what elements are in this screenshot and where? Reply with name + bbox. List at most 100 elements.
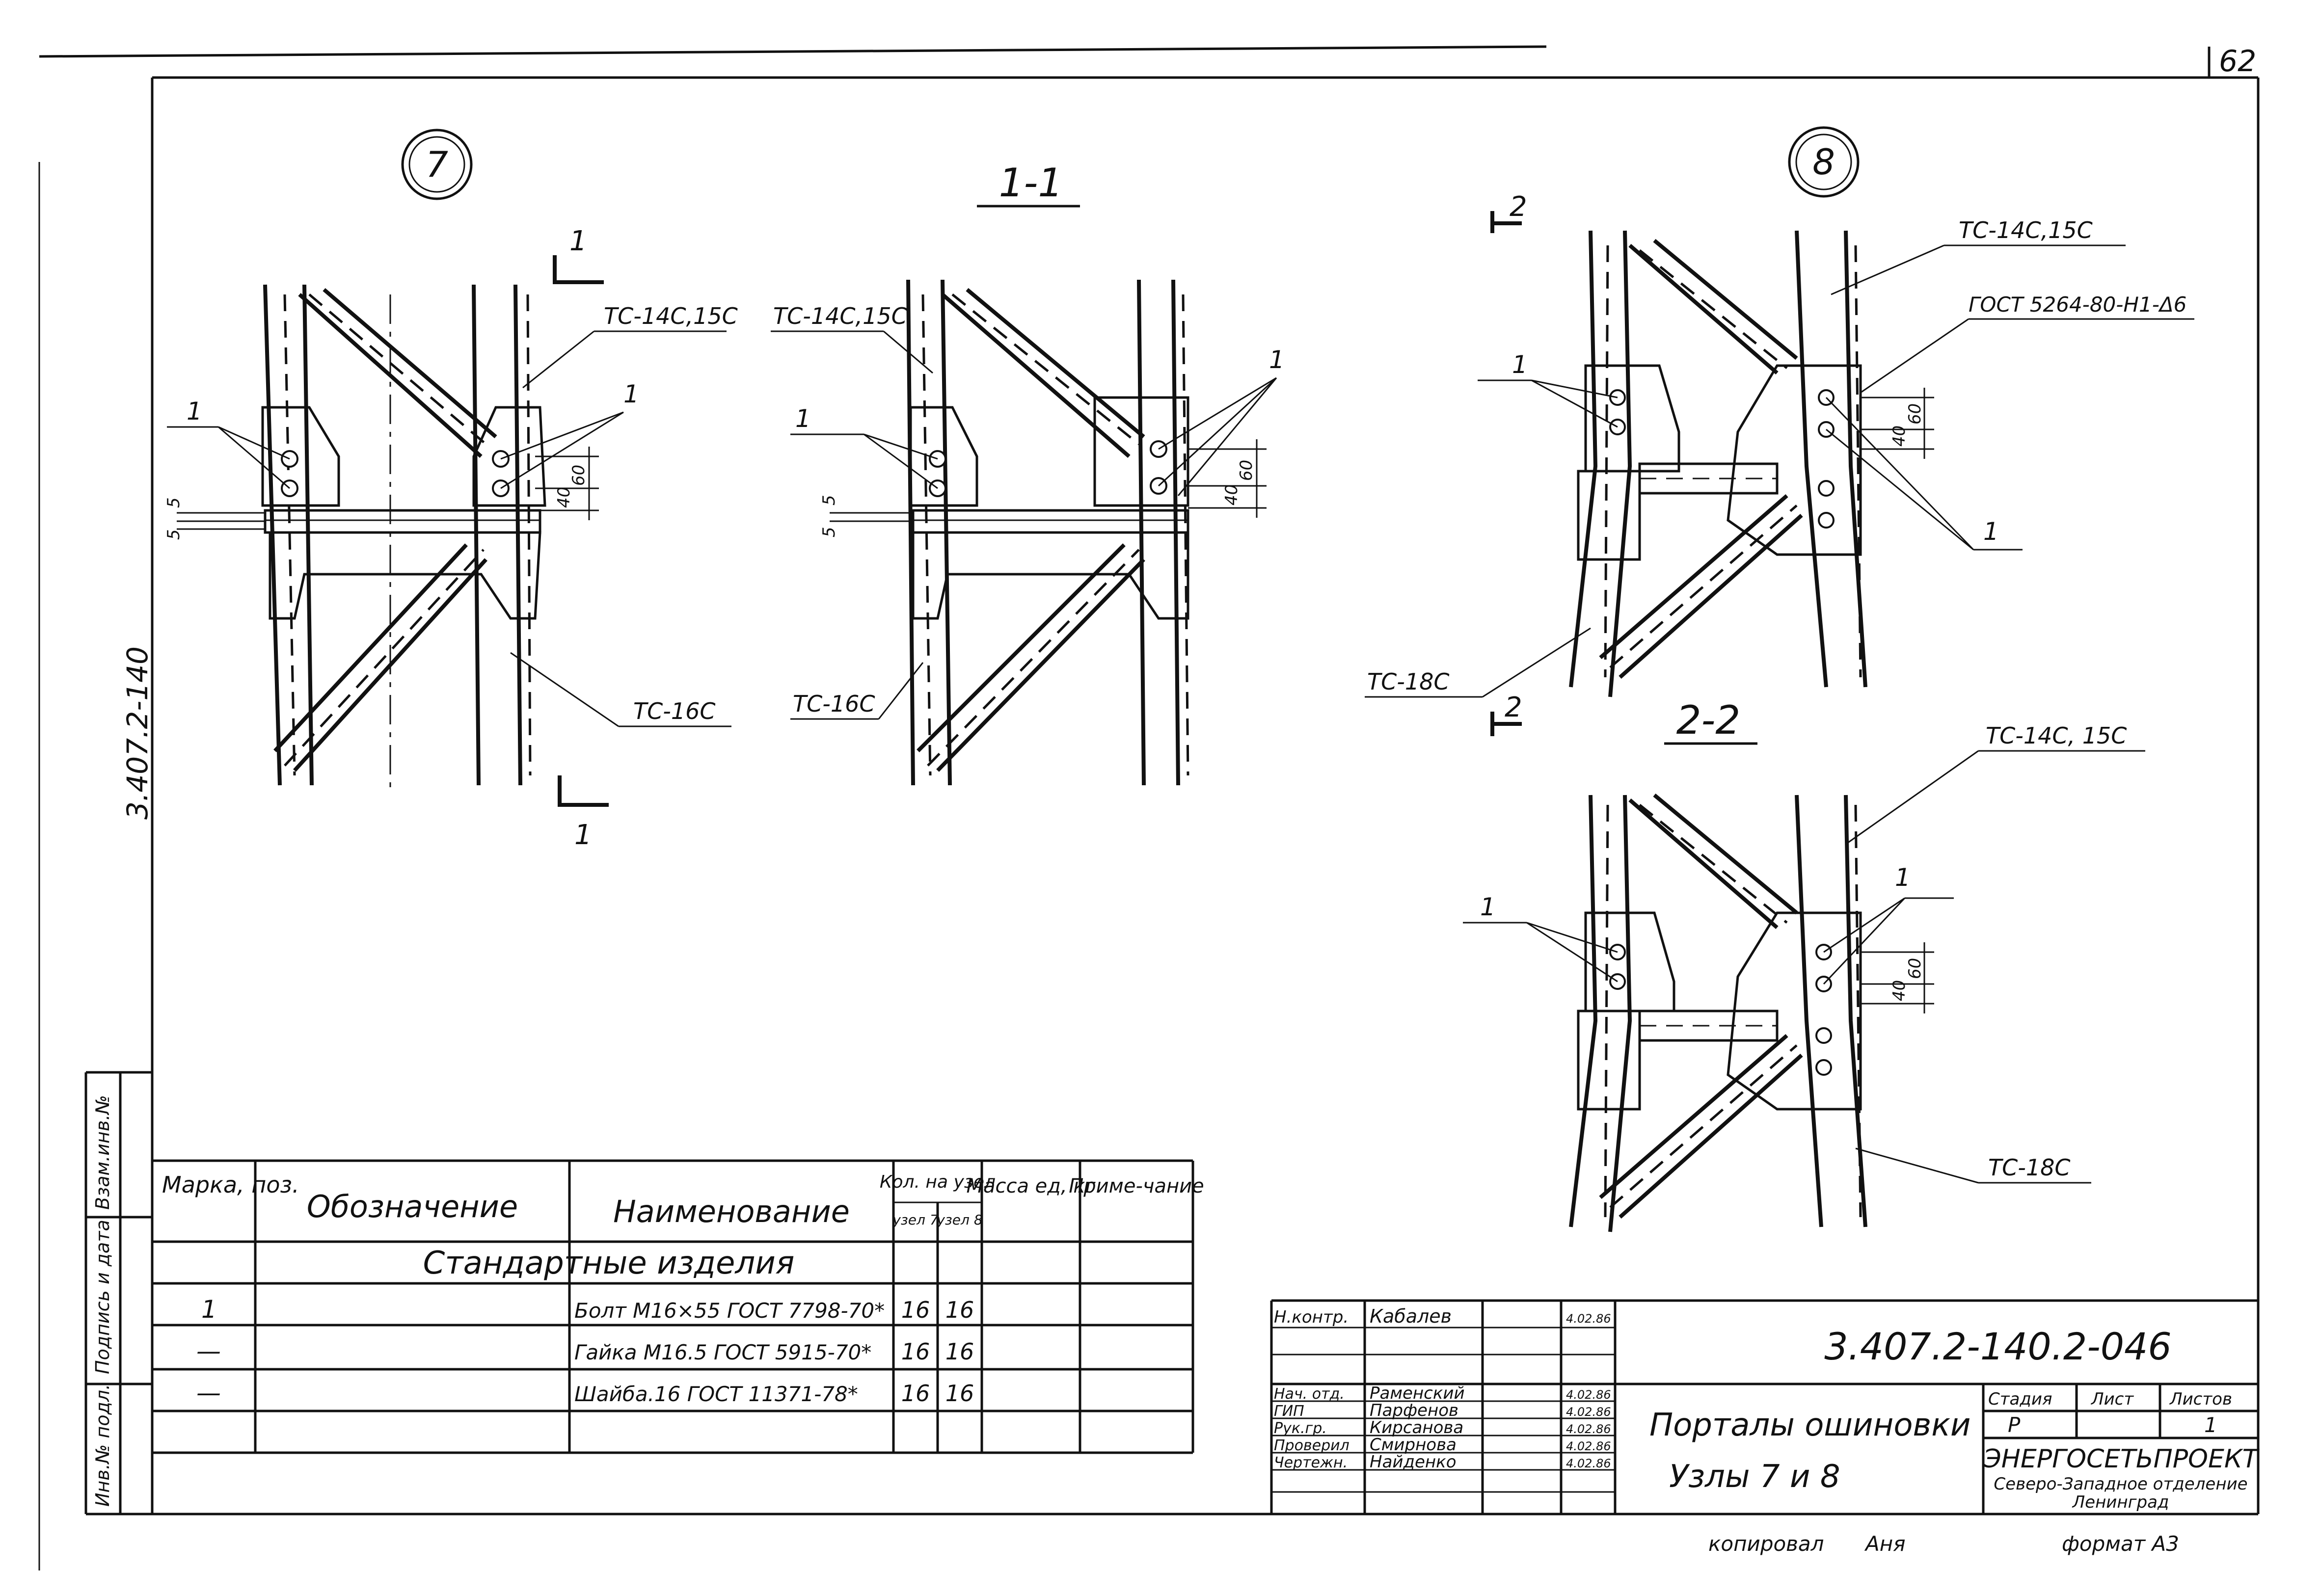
section-1-1-callout-pos1-right: 1 (1269, 346, 1285, 374)
drawing-title-line1: Порталы ошиновки (1649, 1407, 1970, 1443)
node-7-section-mark-top: 1 (569, 225, 587, 257)
org-name: ЭНЕРГОСЕТЬПРОЕКТ (1983, 1444, 2260, 1474)
tb-name-4: Кирсанова (1370, 1418, 1463, 1437)
node-7-callout-pos1-left: 1 (187, 397, 202, 426)
node-7-dim-60: 60 (569, 465, 589, 486)
drawing-title-line2: Узлы 7 и 8 (1669, 1459, 1840, 1495)
spec-row-1-name: Болт М16×55 ГОСТ 7798-70* (574, 1299, 885, 1323)
node-8-callouts: ТС-14С,15С ГОСТ 5264-80-Н1-Δ6 ТС-18С 1 1… (1365, 217, 2194, 698)
tb-stage-label: Стадия (1988, 1389, 2052, 1409)
node-8-callout-pos1-left: 1 (1512, 350, 1528, 379)
tb-name-1: Кабалев (1370, 1305, 1452, 1327)
tb-role-3: ГИП (1274, 1403, 1304, 1420)
tb-role-4: Рук.гр. (1274, 1420, 1327, 1437)
side-column-inv: Инв.№ подл. (92, 1384, 113, 1507)
node-8-callout-gost: ГОСТ 5264-80-Н1-Δ6 (1969, 293, 2186, 317)
footer-copied: копировал (1708, 1532, 1824, 1556)
section-2-2-callout-pos1-right: 1 (1895, 863, 1911, 892)
tb-name-2: Раменский (1370, 1383, 1465, 1403)
section-1-1-dim-60: 60 (1237, 460, 1256, 481)
tb-role-1: Н.контр. (1274, 1307, 1349, 1327)
spec-row-1-q7: 16 (901, 1297, 930, 1323)
doc-code: 3.407.2-140.2-046 (1824, 1325, 2172, 1368)
node-8-callout-tc18: ТС-18С (1367, 668, 1449, 695)
node-7-section-mark-bottom: 1 (574, 819, 592, 851)
section-2-2-callout-tc18: ТС-18С (1988, 1154, 2070, 1181)
spec-row-2-q7: 16 (901, 1338, 930, 1365)
sheet-frame (38, 45, 2260, 1570)
node-7-label: 7 (426, 144, 448, 185)
spec-row-3-q7: 16 (901, 1380, 930, 1407)
spec-table (152, 1159, 1194, 1454)
spec-header-qty-node7: узел 7 (892, 1212, 938, 1228)
side-stamp: 3.407.2-140 (121, 646, 154, 820)
tb-role-6: Чертежн. (1274, 1454, 1348, 1471)
spec-row-1-mark: 1 (201, 1295, 217, 1324)
section-1-1-callouts: ТС-14С,15С ТС-16С 1 1 60 40 5 5 (771, 303, 1285, 720)
spec-row-1-q8: 16 (945, 1297, 974, 1323)
tb-name-5: Смирнова (1370, 1435, 1457, 1455)
section-1-1-callout-pos1-left: 1 (795, 404, 811, 433)
title-block (1270, 1299, 2258, 1514)
section-2-2-callouts: ТС-14С, 15С ТС-18С 1 1 60 40 (1463, 722, 2145, 1184)
side-column-replace: Взам.инв.№ (92, 1095, 113, 1210)
spec-row-2-mark: — (196, 1337, 221, 1365)
spec-header-name: Наименование (613, 1194, 850, 1229)
tb-date-2: 4.02.86 (1566, 1388, 1611, 1402)
spec-header-mark: Марка, поз. (162, 1171, 299, 1198)
section-1-1-dim-5b: 5 (819, 495, 839, 505)
section-1-1-callout-tc16: ТС-16С (793, 691, 875, 717)
tb-date-5: 4.02.86 (1566, 1439, 1611, 1453)
spec-header-designation: Обозначение (307, 1189, 518, 1224)
node-7-dim-5b: 5 (164, 497, 184, 508)
node-7-callout-tc14: ТС-14С,15С (604, 303, 738, 329)
tb-name-3: Парфенов (1370, 1401, 1458, 1420)
node-8-view: 8 2 2 (1490, 126, 1867, 736)
footer-copier-sign: Аня (1864, 1532, 1905, 1556)
tb-role-5: Проверил (1274, 1437, 1349, 1454)
org-city: Ленинград (2072, 1492, 2169, 1512)
tb-sheets-value: 1 (2204, 1413, 2217, 1437)
tb-stage-value: Р (2008, 1413, 2021, 1437)
tb-sheets-label: Листов (2169, 1389, 2232, 1409)
section-2-2-callout-pos1-left: 1 (1480, 893, 1496, 921)
node-7-dim-40: 40 (554, 487, 574, 508)
node-7-callouts: ТС-14С,15С ТС-16С 1 1 60 40 5 5 (164, 303, 738, 727)
node-7-callout-pos1-right: 1 (623, 380, 639, 408)
section-2-2-callout-tc14: ТС-14С, 15С (1986, 722, 2127, 749)
node-8-dim-40: 40 (1889, 426, 1909, 447)
section-1-1-dim-40: 40 (1222, 484, 1241, 505)
spec-row-3-name: Шайба.16 ГОСТ 11371-78* (574, 1382, 858, 1406)
tb-date-4: 4.02.86 (1566, 1422, 1611, 1436)
tb-sheet-label: Лист (2090, 1389, 2134, 1409)
node-8-dim-60: 60 (1905, 403, 1925, 425)
org-branch: Северо-Западное отделение (1994, 1474, 2247, 1494)
side-column-sign: Подпись и дата (92, 1220, 113, 1374)
section-1-1-label: 1-1 (999, 160, 1063, 206)
spec-row-2-name: Гайка М16.5 ГОСТ 5915-70* (574, 1340, 871, 1364)
tb-date-1: 4.02.86 (1566, 1312, 1611, 1326)
section-1-1-dim-5a: 5 (819, 527, 839, 537)
spec-header-qty: Кол. на узел (880, 1172, 996, 1192)
tb-date-3: 4.02.86 (1566, 1405, 1611, 1419)
node-7-dim-5a: 5 (164, 529, 184, 540)
spec-row-3-q8: 16 (945, 1380, 974, 1407)
tb-role-2: Нач. отд. (1274, 1385, 1345, 1403)
spec-section-title: Стандартные изделия (423, 1245, 795, 1281)
spec-header-mass: Масса ед, кг (966, 1175, 1096, 1197)
section-2-2-label: 2-2 (1676, 697, 1741, 743)
sheet-number: 62 (2219, 44, 2256, 79)
section-1-1-callout-tc14: ТС-14С,15С (773, 303, 907, 329)
footer-format: формат А3 (2062, 1532, 2179, 1556)
tb-name-6: Найденко (1370, 1452, 1457, 1472)
node-7-callout-tc16: ТС-16С (633, 698, 715, 724)
node-8-callout-tc14: ТС-14С,15С (1959, 217, 2093, 243)
section-2-2-dim-40: 40 (1889, 980, 1909, 1001)
tb-date-6: 4.02.86 (1566, 1457, 1611, 1470)
section-2-2-dim-60: 60 (1905, 958, 1925, 979)
node-8-section-mark-bottom: 2 (1505, 692, 1522, 723)
node-8-label: 8 (1812, 141, 1835, 183)
node-8-callout-pos1-right: 1 (1983, 517, 1999, 546)
spec-header-note: Приме-чание (1069, 1175, 1204, 1197)
